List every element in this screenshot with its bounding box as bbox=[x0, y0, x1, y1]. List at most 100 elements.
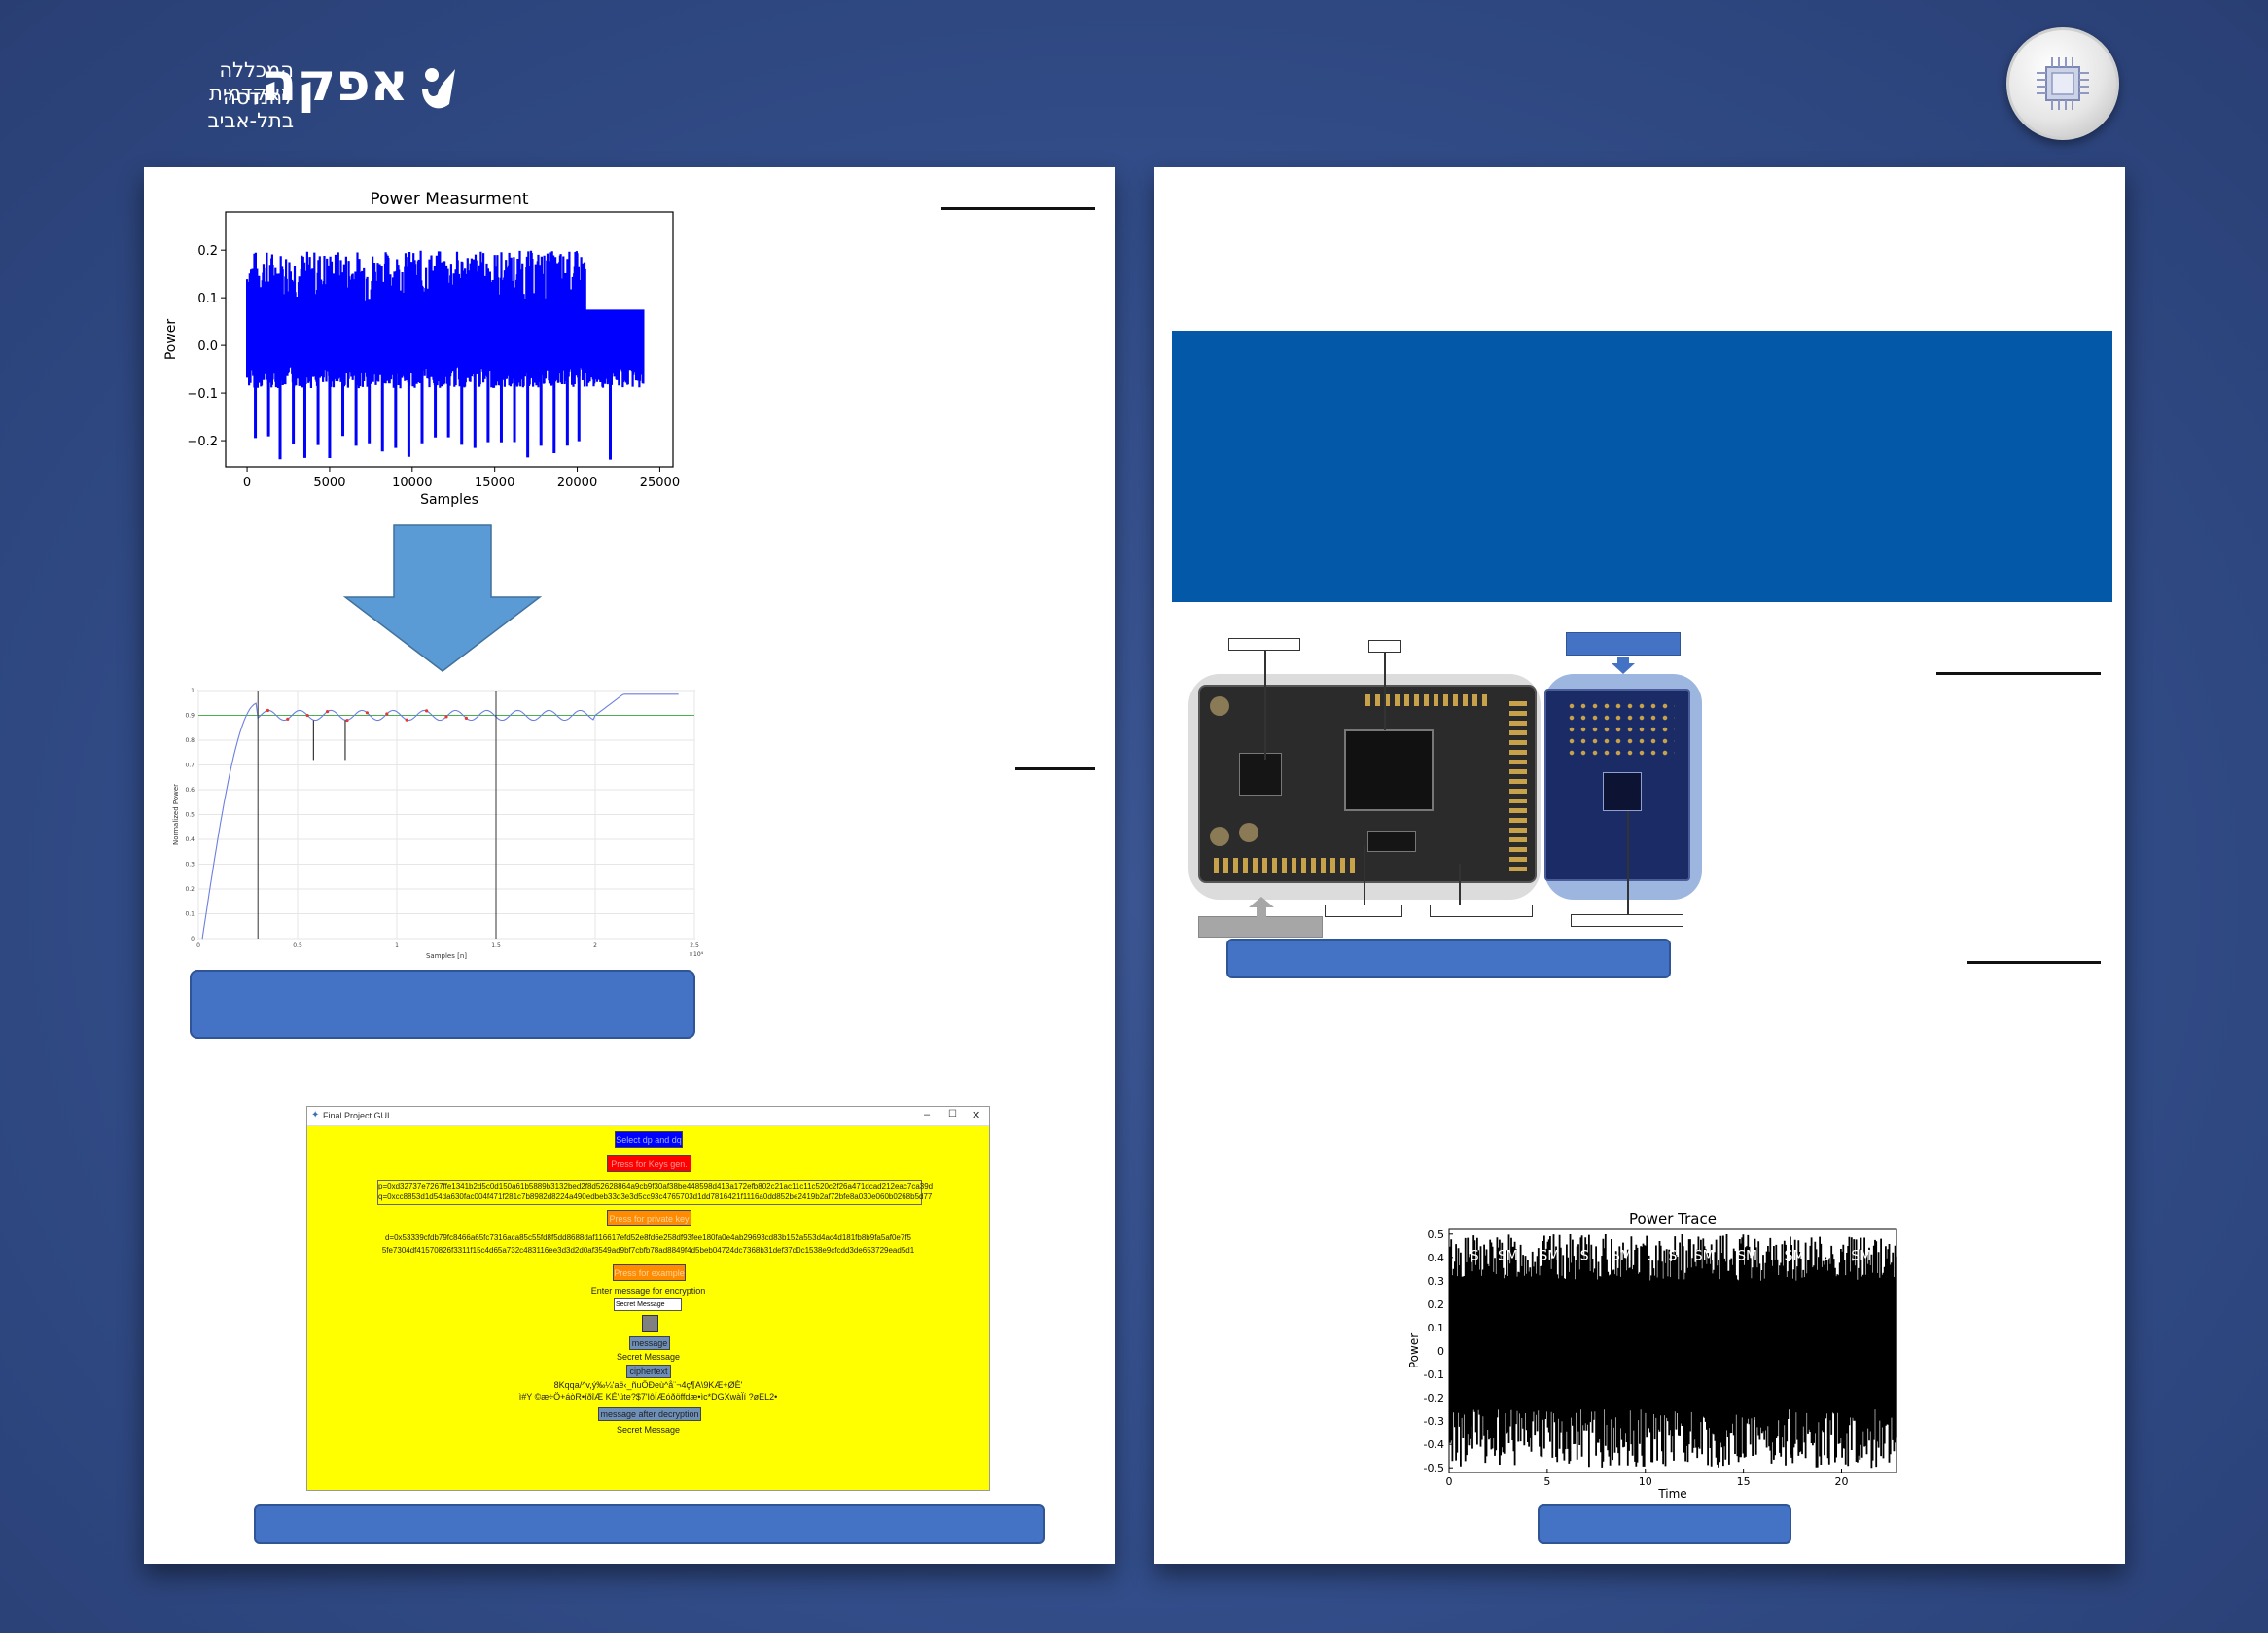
y-tick-label: −0.1 bbox=[187, 387, 218, 402]
enter-message-label: Enter message for encryption bbox=[590, 1286, 706, 1296]
x-multiplier-label: ×10⁴ bbox=[689, 951, 704, 958]
pcb-leader-1 bbox=[1264, 651, 1266, 760]
left-caption-box-2 bbox=[254, 1504, 1045, 1544]
chip-icon bbox=[2037, 57, 2089, 110]
example-button[interactable]: Press for example bbox=[613, 1264, 686, 1281]
x-tick-label: 0 bbox=[196, 942, 200, 949]
x-tick-label: 2.5 bbox=[690, 942, 699, 949]
message-button[interactable]: message bbox=[629, 1336, 670, 1350]
maximize-icon[interactable]: ☐ bbox=[948, 1109, 957, 1119]
x-tick-label: 0.5 bbox=[293, 942, 302, 949]
trace-annotation-s: S bbox=[1669, 1248, 1678, 1263]
gui-window-title: Final Project GUI bbox=[323, 1111, 390, 1120]
y-tick-label: 0.2 bbox=[185, 886, 195, 893]
board-chip-bottom bbox=[1367, 831, 1416, 852]
x-tick-label: 15 bbox=[1737, 1475, 1751, 1488]
y-tick-label: -0.1 bbox=[1424, 1368, 1444, 1381]
trace-annotation-s: S bbox=[1822, 1248, 1830, 1263]
y-tick-label: -0.2 bbox=[1424, 1392, 1444, 1404]
x-tick-label: 2 bbox=[593, 942, 597, 949]
trace-annotation-sm: SM bbox=[1694, 1248, 1715, 1263]
d-value-line-2: 5fe7304df41570826f3311f15c4d65a732c48311… bbox=[381, 1246, 915, 1255]
cipher-line-2: ì#Y ©æ÷Ö+áòR•íðîÆ KÉ'üte?$7'IôÍÆóðöffdæ•… bbox=[518, 1392, 778, 1402]
y-tick-label: 0.0 bbox=[197, 339, 218, 354]
x-axis-label: Time bbox=[1657, 1487, 1686, 1501]
p-value-text: p=0xd32737e7267ffe1341b2d5c0d150a61b5889… bbox=[378, 1182, 934, 1190]
y-tick-label: 0.2 bbox=[197, 244, 218, 259]
gray-square-button[interactable] bbox=[642, 1315, 658, 1332]
left-heading-rule-2 bbox=[1015, 767, 1095, 770]
peak-marker bbox=[345, 718, 349, 723]
left-heading-rule-1 bbox=[941, 207, 1095, 210]
peak-marker bbox=[444, 715, 448, 719]
message-text: Secret Message bbox=[616, 1352, 681, 1362]
keys-gen-button[interactable]: Press for Keys gen. bbox=[607, 1155, 691, 1172]
header-pins-right bbox=[1509, 696, 1527, 871]
x-tick-label: 20000 bbox=[557, 476, 597, 490]
message-input[interactable] bbox=[614, 1298, 682, 1311]
select-dp-dq-button[interactable]: Select dp and dq bbox=[615, 1131, 683, 1148]
y-tick-label: 0.6 bbox=[185, 787, 195, 794]
down-arrow-shape bbox=[342, 524, 543, 672]
minimize-icon[interactable]: – bbox=[924, 1109, 931, 1120]
y-tick-label: 0.4 bbox=[1428, 1252, 1445, 1264]
x-tick-label: 5000 bbox=[313, 476, 345, 490]
y-tick-label: 0.1 bbox=[185, 911, 195, 918]
header-pins-bottom bbox=[1214, 858, 1360, 873]
x-axis-label: Samples [n] bbox=[426, 952, 467, 960]
y-tick-label: 0.1 bbox=[197, 292, 218, 306]
x-axis-label: Samples bbox=[420, 492, 478, 508]
college-logo: המכללה האקדמית להנדסה בתל-אביב אפקה bbox=[136, 52, 467, 132]
y-tick-label: -0.5 bbox=[1424, 1462, 1444, 1474]
logo-wordmark: אפקה bbox=[261, 52, 408, 113]
private-key-button[interactable]: Press for private key bbox=[607, 1210, 691, 1226]
chip-badge bbox=[2006, 27, 2119, 140]
pcb-leader-3 bbox=[1364, 846, 1365, 905]
left-caption-box-1 bbox=[190, 970, 695, 1039]
y-axis-label: Power bbox=[1407, 1333, 1421, 1368]
y-axis-label: Power bbox=[163, 319, 179, 361]
y-tick-label: 0.3 bbox=[1428, 1275, 1445, 1288]
peak-marker bbox=[266, 708, 269, 713]
peak-marker bbox=[405, 718, 408, 722]
x-tick-label: 1.5 bbox=[491, 942, 501, 949]
pcb-callout-box bbox=[1566, 632, 1681, 656]
y-axis-label: Normalized Power bbox=[172, 784, 180, 845]
y-tick-label: 0.8 bbox=[185, 737, 195, 744]
y-tick-label: 0.1 bbox=[1428, 1322, 1445, 1334]
pcb-label-1 bbox=[1228, 638, 1300, 651]
logo-line-2: להנדסה בתל-אביב bbox=[207, 86, 294, 132]
pcb-main-board bbox=[1198, 685, 1537, 883]
logo-mark-icon bbox=[422, 68, 455, 109]
pcb-leader-5 bbox=[1627, 811, 1629, 914]
peak-marker bbox=[286, 717, 290, 721]
trace-annotation-sm: SM bbox=[1785, 1248, 1805, 1263]
close-icon[interactable]: ✕ bbox=[972, 1110, 981, 1121]
y-tick-label: 0.9 bbox=[185, 713, 195, 720]
x-tick-label: 0 bbox=[243, 476, 251, 490]
x-tick-label: 1 bbox=[395, 942, 399, 949]
trace-annotation-s: S bbox=[1647, 1248, 1655, 1263]
up-arrow-icon bbox=[1249, 897, 1274, 918]
trace-annotation-sm: SM bbox=[1851, 1248, 1871, 1263]
x-tick-label: 0 bbox=[1446, 1475, 1453, 1488]
ciphertext-button[interactable]: ciphertext bbox=[626, 1365, 671, 1378]
peak-marker bbox=[305, 713, 309, 718]
pcb-figure bbox=[1187, 630, 1702, 941]
normalized-power-line bbox=[201, 693, 679, 940]
y-tick-label: 0.5 bbox=[1428, 1228, 1445, 1241]
target-pads bbox=[1566, 700, 1675, 759]
feather-icon: ✦ bbox=[311, 1110, 320, 1120]
y-tick-label: 0.5 bbox=[185, 812, 195, 819]
trace-annotation-sm: SM bbox=[1498, 1248, 1518, 1263]
gui-window: ✦ Final Project GUI – ☐ ✕ Select dp and … bbox=[306, 1106, 990, 1491]
y-tick-label: −0.2 bbox=[187, 435, 218, 449]
y-tick-label: 0.2 bbox=[1428, 1298, 1445, 1311]
mount-hole-2 bbox=[1210, 827, 1229, 846]
after-decryption-button[interactable]: message after decryption bbox=[598, 1407, 701, 1421]
